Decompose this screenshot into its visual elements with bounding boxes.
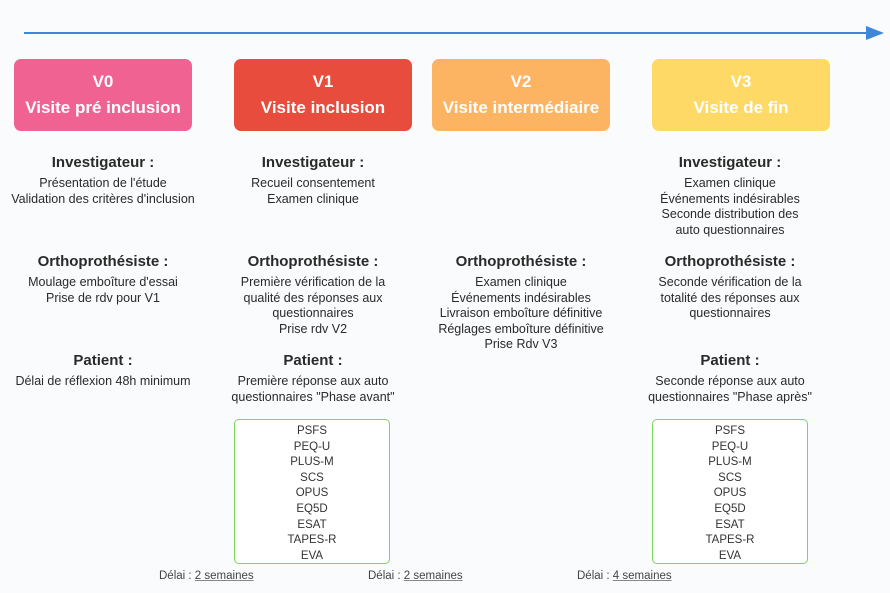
questionnaire-item: PEQ-U	[293, 440, 331, 453]
v1-investigateur-section: Investigateur : Recueil consentement Exa…	[203, 154, 423, 207]
task-line: Recueil consentement	[251, 176, 375, 190]
v1-patient-section: Patient : Première réponse aux auto ques…	[203, 352, 423, 405]
questionnaire-item: PSFS	[714, 425, 746, 437]
task-line: Présentation de l'étude	[39, 176, 167, 190]
v3-orthoprothesiste-section: Orthoprothésiste : Seconde vérification …	[620, 253, 840, 322]
visit-code: V2	[510, 72, 532, 91]
task-line: Seconde vérification de la	[658, 275, 802, 289]
task-line: questionnaires	[689, 306, 771, 321]
delay-value: 2 semaines	[194, 570, 254, 582]
task-line: totalité des réponses aux	[660, 290, 800, 305]
orthoprothesiste-heading: Orthoprothésiste :	[664, 253, 796, 270]
task-line: Événements indésirables	[660, 191, 800, 206]
v0-investigateur-section: Investigateur : Présentation de l'étude …	[0, 154, 213, 207]
delay-label: Délai :	[368, 570, 404, 582]
visit-code: V1	[312, 72, 334, 91]
task-line: Moulage emboîture d'essai	[28, 275, 178, 289]
questionnaire-item: EQ5D	[296, 502, 328, 515]
task-line: Événements indésirables	[451, 290, 591, 305]
task-line: Prise Rdv V3	[484, 337, 558, 352]
patient-heading: Patient :	[73, 352, 133, 369]
patient-heading: Patient :	[283, 352, 343, 369]
task-line: questionnaires	[272, 306, 354, 321]
delay-value: 2 semaines	[403, 570, 463, 582]
visit-name: Visite intermédiaire	[442, 98, 600, 117]
task-line: auto questionnaires	[675, 222, 785, 237]
questionnaire-item: OPUS	[295, 487, 329, 500]
visit-v0-box: V0 Visite pré inclusion	[14, 59, 192, 131]
v3-patient-section: Patient : Seconde réponse aux auto quest…	[620, 352, 840, 405]
task-line: Examen clinique	[684, 176, 776, 190]
questionnaire-item: ESAT	[715, 518, 745, 531]
task-line: Première vérification de la	[240, 275, 386, 289]
questionnaire-item: SCS	[300, 471, 324, 484]
visit-code: V0	[92, 72, 114, 91]
questionnaire-item: ESAT	[297, 518, 327, 531]
investigateur-heading: Investigateur :	[51, 154, 155, 171]
task-line: Examen clinique	[267, 191, 359, 206]
task-line: questionnaires "Phase avant"	[231, 389, 395, 404]
delay-value: 4 semaines	[612, 570, 672, 582]
v3-investigateur-section: Investigateur : Examen clinique Événemen…	[620, 154, 840, 238]
task-line: Délai de réflexion 48h minimum	[15, 374, 191, 388]
task-line: Prise rdv V2	[278, 321, 348, 336]
task-line: qualité des réponses aux	[243, 290, 383, 305]
visit-v3-box: V3 Visite de fin	[652, 59, 830, 131]
delay-label: Délai :	[577, 570, 613, 582]
delay-v0-v1: Délai : 2 semaines	[159, 570, 254, 582]
task-line: Prise de rdv pour V1	[46, 290, 160, 305]
questionnaire-item: TAPES-R	[287, 534, 337, 547]
visit-name: Visite pré inclusion	[25, 98, 181, 117]
questionnaire-item: OPUS	[713, 487, 747, 500]
visit-name: Visite inclusion	[260, 98, 386, 117]
questionnaire-item: EVA	[718, 549, 742, 562]
visit-v2-box: V2 Visite intermédiaire	[432, 59, 610, 131]
timeline-arrow	[24, 26, 884, 40]
questionnaire-item: EQ5D	[714, 502, 746, 515]
v1-questionnaire-list: PSFS PEQ-U PLUS-M SCS OPUS EQ5D ESAT TAP…	[234, 419, 390, 564]
task-line: Seconde réponse aux auto	[655, 374, 805, 388]
task-line: Validation des critères d'inclusion	[11, 191, 195, 206]
task-line: Première réponse aux auto	[237, 374, 389, 388]
patient-heading: Patient :	[700, 352, 760, 369]
v3-questionnaire-list: PSFS PEQ-U PLUS-M SCS OPUS EQ5D ESAT TAP…	[652, 419, 808, 564]
visit-name: Visite de fin	[693, 98, 789, 117]
questionnaire-item: PSFS	[296, 425, 328, 437]
investigateur-heading: Investigateur :	[678, 154, 782, 171]
task-line: Réglages emboîture définitive	[438, 321, 604, 336]
v1-orthoprothesiste-section: Orthoprothésiste : Première vérification…	[203, 253, 423, 337]
orthoprothesiste-heading: Orthoprothésiste :	[37, 253, 169, 270]
questionnaire-item: PLUS-M	[708, 456, 752, 469]
orthoprothesiste-heading: Orthoprothésiste :	[455, 253, 587, 270]
investigateur-heading: Investigateur :	[261, 154, 365, 171]
questionnaire-item: PEQ-U	[711, 440, 749, 453]
task-line: Livraison emboîture définitive	[439, 306, 603, 321]
delay-label: Délai :	[159, 570, 195, 582]
questionnaire-item: SCS	[718, 471, 742, 484]
task-line: Examen clinique	[475, 275, 567, 289]
v2-orthoprothesiste-section: Orthoprothésiste : Examen clinique Événe…	[411, 253, 631, 353]
visit-code: V3	[730, 72, 752, 91]
questionnaire-item: EVA	[300, 549, 324, 562]
visit-v1-box: V1 Visite inclusion	[234, 59, 412, 131]
task-line: questionnaires "Phase après"	[648, 389, 812, 404]
v0-orthoprothesiste-section: Orthoprothésiste : Moulage emboîture d'e…	[0, 253, 213, 306]
task-line: Seconde distribution des	[661, 207, 799, 222]
v0-patient-section: Patient : Délai de réflexion 48h minimum	[0, 352, 213, 390]
questionnaire-item: TAPES-R	[705, 534, 755, 547]
delay-v2-v3: Délai : 4 semaines	[577, 570, 672, 582]
orthoprothesiste-heading: Orthoprothésiste :	[247, 253, 379, 270]
questionnaire-item: PLUS-M	[290, 456, 334, 469]
delay-v1-v2: Délai : 2 semaines	[368, 570, 463, 582]
